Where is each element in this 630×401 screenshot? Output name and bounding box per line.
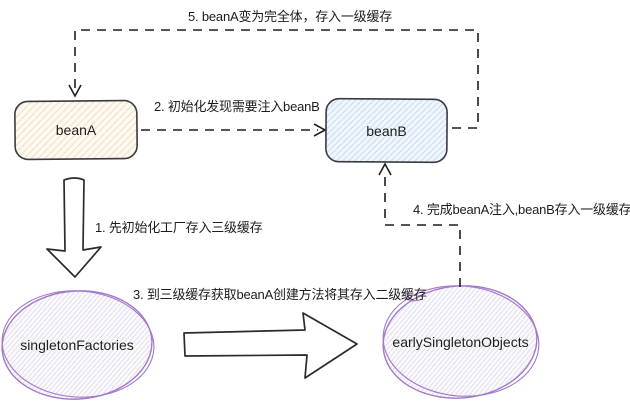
- step5-arrow: [68, 29, 479, 129]
- bean-b-node-shape: [325, 97, 448, 164]
- step5-label: 5. beanA变为完全体，存入一级缓存: [188, 9, 393, 24]
- singleton-factories-shape: [1, 290, 155, 400]
- step3-label: 3. 到三级缓存获取beanA创建方法将其存入二级缓存: [133, 287, 427, 302]
- step4-arrow: [378, 162, 461, 287]
- step1-label: 1. 先初始化工厂存入三级缓存: [95, 220, 263, 235]
- bean-a-node-shape: [14, 99, 138, 161]
- step2-label: 2. 初始化发现需要注入beanB: [154, 99, 320, 114]
- step3-big-right-arrow: [183, 312, 358, 379]
- step2-arrow: [141, 123, 327, 137]
- step1-big-down-arrow: [46, 177, 102, 278]
- early-singleton-objects-shape: [382, 285, 540, 399]
- step4-label: 4. 完成beanA注入,beanB存入一级缓存: [413, 202, 630, 217]
